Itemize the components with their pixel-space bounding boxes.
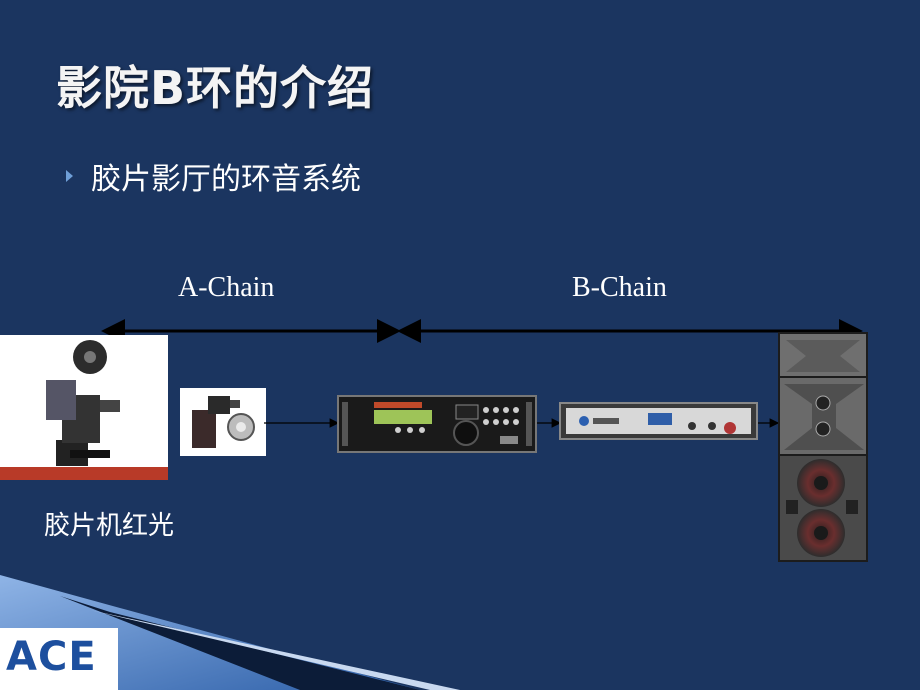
soundhead-icon	[180, 388, 266, 456]
ace-logo: ACE	[0, 628, 118, 690]
bullet-item: 胶片影厅的环音系统	[66, 154, 361, 198]
chain-a-label: A-Chain	[178, 272, 275, 303]
power-amplifier-icon	[559, 402, 758, 440]
slide-title: 影院B环的介绍	[56, 61, 375, 115]
chain-b-label: B-Chain	[572, 272, 667, 303]
film-projector-icon	[0, 335, 168, 480]
bullet-arrow-icon	[66, 170, 73, 182]
logo-text: ACE	[6, 634, 97, 680]
speaker-cabinet-icon	[778, 332, 868, 562]
bullet-text: 胶片影厅的环音系统	[91, 162, 361, 197]
projector-caption: 胶片机红光	[44, 511, 175, 541]
cinema-processor-icon	[337, 395, 537, 453]
